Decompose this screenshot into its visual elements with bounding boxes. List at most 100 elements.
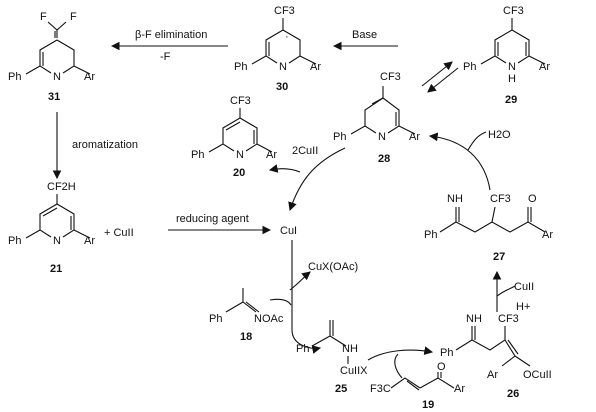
arrow-cu-to-25: CuX(OAc) bbox=[269, 240, 358, 354]
c28-ring bbox=[364, 97, 400, 134]
c30-substituents bbox=[251, 55, 317, 65]
eq-back bbox=[427, 67, 459, 93]
equilibrium-28-29 bbox=[421, 61, 459, 93]
c30-ring bbox=[265, 29, 301, 64]
c20-label: 20 bbox=[233, 167, 245, 179]
compound-19: F3C O Ar 19 bbox=[370, 361, 465, 411]
c20-n: N bbox=[236, 149, 244, 161]
c31-double bbox=[54, 30, 58, 38]
c30-cf3: CF3 bbox=[274, 5, 295, 17]
c21-label: 21 bbox=[50, 263, 62, 275]
cyclization-arrow bbox=[428, 132, 491, 191]
compound-18: Ph NOAc 18 bbox=[209, 288, 284, 343]
c21-substituents bbox=[25, 229, 91, 239]
arrow-26-to-27: CuII H+ bbox=[492, 270, 534, 313]
compound-27: NH CF3 O Ph Ar 27 bbox=[424, 193, 553, 263]
c18-noac: NOAc bbox=[254, 313, 284, 325]
c25-nh: NH bbox=[342, 343, 358, 355]
c31-n: N bbox=[53, 71, 61, 83]
c20-ring bbox=[222, 117, 258, 152]
c26-ar: Ar bbox=[487, 369, 498, 381]
water-out-arrow bbox=[467, 131, 487, 151]
cu-i-label: CuI bbox=[280, 225, 297, 237]
c30-n: N bbox=[279, 61, 287, 73]
c31-cf2 bbox=[47, 21, 67, 31]
c29-ar: Ar bbox=[539, 61, 550, 73]
c19-chain bbox=[390, 372, 455, 391]
c29-ph: Ph bbox=[463, 61, 476, 73]
c31-substituents bbox=[25, 65, 91, 75]
c31-label: 31 bbox=[48, 91, 60, 103]
c19-o: O bbox=[437, 361, 446, 373]
beta-f-label: β-F elimination bbox=[135, 29, 207, 41]
c30-label: 30 bbox=[276, 81, 288, 93]
c25-bonds bbox=[311, 320, 347, 347]
c31-ar: Ar bbox=[84, 71, 95, 83]
c25-ph: Ph bbox=[296, 343, 309, 355]
cux-label: CuX(OAc) bbox=[308, 261, 358, 273]
19-in-arrow bbox=[394, 353, 403, 379]
reducing-agent-label: reducing agent bbox=[176, 213, 249, 225]
c20-ar: Ar bbox=[266, 149, 277, 161]
compound-21: CF2H N Ph Ar 21 bbox=[8, 181, 95, 275]
c21-ring-inner bbox=[42, 207, 72, 230]
compound-26: NH CF3 Ph Ar OCuII 26 bbox=[440, 313, 552, 400]
c21-ring bbox=[39, 203, 75, 238]
c26-label: 26 bbox=[507, 388, 519, 400]
c21-cf2h: CF2H bbox=[47, 181, 76, 193]
c28-cf3: CF3 bbox=[380, 71, 401, 83]
two-cu-label: 2CuII bbox=[292, 145, 318, 157]
c28-ph: Ph bbox=[333, 131, 346, 143]
c27-ar: Ar bbox=[542, 229, 553, 241]
compound-25: Ph NH CuIIX 25 bbox=[296, 320, 368, 395]
compound-30: CF3 · N Ph Ar 30 bbox=[234, 5, 321, 93]
compound-31: F F N Ph Ar 31 bbox=[8, 11, 95, 103]
arrow-28-to-20: 2CuII bbox=[268, 145, 346, 212]
c31-f-left: F bbox=[40, 11, 47, 23]
cu-ii-plus: + CuII bbox=[104, 227, 134, 239]
c28-n: N bbox=[378, 131, 386, 143]
h-plus-label: H+ bbox=[516, 301, 530, 313]
arrow-30-to-31: β-F elimination -F bbox=[110, 29, 228, 63]
aromatization-label: aromatization bbox=[72, 139, 138, 151]
c29-substituents bbox=[480, 55, 546, 65]
c26-ocu: OCuII bbox=[523, 369, 552, 381]
c27-ph: Ph bbox=[424, 229, 437, 241]
c20-ph: Ph bbox=[191, 149, 204, 161]
c27-o: O bbox=[528, 193, 537, 205]
c29-cf3: CF3 bbox=[503, 5, 524, 17]
to-20-arrow bbox=[268, 164, 301, 173]
eq-forward bbox=[421, 61, 453, 87]
arrow-28-to-30: Base bbox=[332, 29, 398, 51]
18-in-arrow bbox=[269, 298, 292, 306]
c27-label: 27 bbox=[493, 251, 505, 263]
c18-ph: Ph bbox=[209, 313, 222, 325]
arrow-31-to-21: aromatization bbox=[52, 112, 138, 180]
c27-nh: NH bbox=[447, 193, 463, 205]
compound-20: CF3 N Ph Ar 20 bbox=[191, 95, 277, 179]
c20-cf3: CF3 bbox=[230, 95, 251, 107]
c28-label: 28 bbox=[378, 153, 390, 165]
c26-cf3: CF3 bbox=[498, 313, 519, 325]
c28-ar: Ar bbox=[409, 131, 420, 143]
c29-label: 29 bbox=[505, 94, 517, 106]
c18-bonds bbox=[225, 288, 260, 313]
c31-ph: Ph bbox=[8, 71, 21, 83]
c25-label: 25 bbox=[335, 383, 347, 395]
compound-29: CF3 N H Ph Ar 29 bbox=[463, 5, 550, 106]
arrow-25-to-26 bbox=[367, 346, 434, 379]
arrow-27-to-28: H2O bbox=[428, 129, 511, 191]
cu-to-25-arrow bbox=[291, 240, 322, 354]
c18-label: 18 bbox=[240, 331, 252, 343]
c26-ph: Ph bbox=[440, 347, 453, 359]
c19-f3c: F3C bbox=[370, 383, 391, 395]
c27-cf3: CF3 bbox=[490, 193, 511, 205]
compound-28: CF3 N Ph Ar 28 bbox=[333, 71, 420, 165]
c20-substituents bbox=[208, 143, 273, 153]
c20-ring-inner bbox=[225, 121, 255, 144]
cu-ii-right-label: CuII bbox=[514, 281, 534, 293]
c27-chain bbox=[439, 206, 546, 233]
cux-arrow bbox=[289, 271, 311, 291]
